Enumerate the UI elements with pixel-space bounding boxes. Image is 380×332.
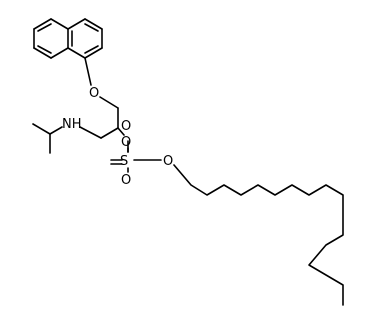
oxygen-label: O bbox=[121, 173, 131, 188]
bond bbox=[100, 127, 119, 139]
bond bbox=[84, 47, 103, 59]
sulfur-label: S bbox=[120, 154, 128, 169]
bond bbox=[79, 126, 102, 139]
bond bbox=[50, 47, 69, 59]
bond bbox=[37, 45, 52, 54]
bond bbox=[67, 18, 86, 30]
oxygen-label: O bbox=[163, 154, 173, 169]
sulfonate-group bbox=[110, 140, 162, 173]
bond bbox=[117, 127, 125, 136]
oxygen-label: O bbox=[89, 86, 99, 101]
bond bbox=[32, 123, 51, 135]
bond bbox=[33, 47, 52, 59]
nitrogen-label: NH bbox=[62, 117, 82, 132]
bond bbox=[84, 45, 99, 54]
oxygen-label: O bbox=[121, 135, 131, 150]
oxygen-label: O bbox=[121, 119, 131, 134]
bond bbox=[67, 47, 86, 59]
dodecyl-chain bbox=[173, 164, 344, 306]
bond bbox=[50, 18, 69, 30]
bond bbox=[84, 57, 92, 86]
backbone bbox=[79, 57, 125, 139]
bond bbox=[99, 96, 119, 109]
bond bbox=[33, 18, 52, 30]
atom-labels: O NH O S O O O bbox=[62, 86, 173, 188]
bond bbox=[49, 126, 63, 135]
bond bbox=[84, 18, 103, 30]
alkyl-chain bbox=[173, 164, 344, 306]
bond bbox=[84, 23, 99, 32]
naphthalene-ring bbox=[33, 18, 103, 59]
bond bbox=[37, 23, 52, 32]
isopropyl-group bbox=[32, 123, 63, 154]
